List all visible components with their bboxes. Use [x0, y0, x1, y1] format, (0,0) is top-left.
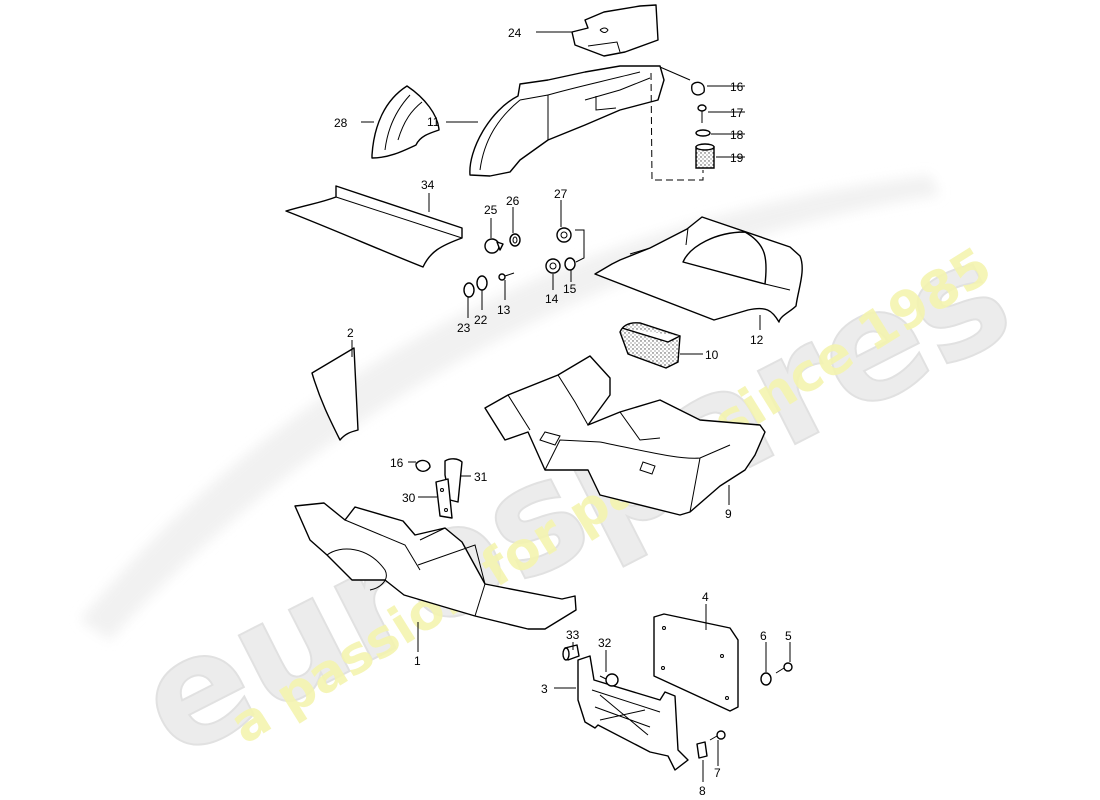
part-24-lining-panel: [571, 4, 659, 57]
part-6-nut: [760, 672, 772, 686]
part-2-side-trim: [311, 347, 359, 441]
part-32-bolt: [599, 673, 619, 687]
part-14-grommet: [545, 258, 561, 274]
part-7-screw: [709, 730, 726, 741]
callout-34: 34: [421, 178, 435, 192]
callout-11: 11: [427, 115, 440, 129]
part-11-wheel-arch-lining: [469, 65, 665, 177]
callout-32: 32: [598, 636, 612, 650]
callout-25: 25: [484, 203, 498, 217]
callout-30: 30: [402, 491, 416, 505]
part-12-luggage-carpet: [594, 216, 803, 323]
callout-6: 6: [760, 629, 767, 643]
part-26-grommet: [509, 233, 521, 247]
part-19-spacer: [695, 143, 715, 169]
callout-33: 33: [566, 628, 580, 642]
callout-18: 18: [730, 128, 744, 142]
callout-1: 1: [414, 654, 421, 668]
part-28-wheel-arch-cover: [371, 85, 440, 159]
callout-17: 17: [730, 106, 744, 120]
callout-8: 8: [699, 784, 706, 798]
callout-14: 14: [545, 292, 559, 306]
callout-27: 27: [554, 187, 568, 201]
callout-9: 9: [725, 507, 732, 521]
part-16-clip-lower: [415, 459, 431, 472]
callout-7: 7: [714, 766, 721, 780]
part-5-screw: [775, 662, 793, 674]
part-23-washer: [463, 282, 475, 298]
callout-4: 4: [702, 590, 709, 604]
callout-16-lower: 16: [390, 456, 404, 470]
leader-lines: [351, 31, 791, 782]
part-1-front-carpet: [294, 502, 577, 630]
callout-16: 16: [730, 80, 744, 94]
callout-19: 19: [730, 151, 744, 165]
part-33-bushing: [562, 644, 580, 661]
part-8-clip-nut: [696, 741, 708, 759]
part-4-cover-plate: [653, 613, 739, 712]
callout-31: 31: [474, 470, 488, 484]
part-25-plug: [484, 238, 504, 254]
callout-13: 13: [497, 303, 511, 317]
part-17-screw: [697, 104, 707, 123]
callout-24: 24: [508, 26, 522, 40]
part-34-shelf-trim: [285, 185, 463, 268]
callout-12: 12: [750, 333, 764, 347]
callout-labels: 1 2 3 4 5 6 7 8 9 10 11 12 13 14 15 16 1…: [334, 26, 792, 798]
callout-15: 15: [563, 282, 577, 296]
callout-3: 3: [541, 682, 548, 696]
assembly-line-11-19: [650, 72, 704, 181]
part-9-floor-carpet: [484, 355, 766, 516]
part-16-clip: [691, 81, 705, 96]
part-27-grommet: [556, 227, 572, 243]
part-15-washer: [564, 257, 576, 271]
callout-22: 22: [474, 313, 488, 327]
part-18-washer: [695, 129, 711, 137]
callout-5: 5: [785, 629, 792, 643]
callout-2: 2: [347, 326, 354, 340]
callout-10: 10: [705, 348, 719, 362]
part-30-bracket: [435, 478, 453, 519]
part-10-insulation-pad: [619, 322, 681, 369]
callout-28: 28: [334, 116, 348, 130]
callout-26: 26: [506, 194, 520, 208]
callout-23: 23: [457, 321, 471, 335]
part-22-nut: [476, 275, 488, 291]
part-3-mounting-bracket: [577, 655, 689, 771]
part-13-screw: [498, 272, 515, 281]
